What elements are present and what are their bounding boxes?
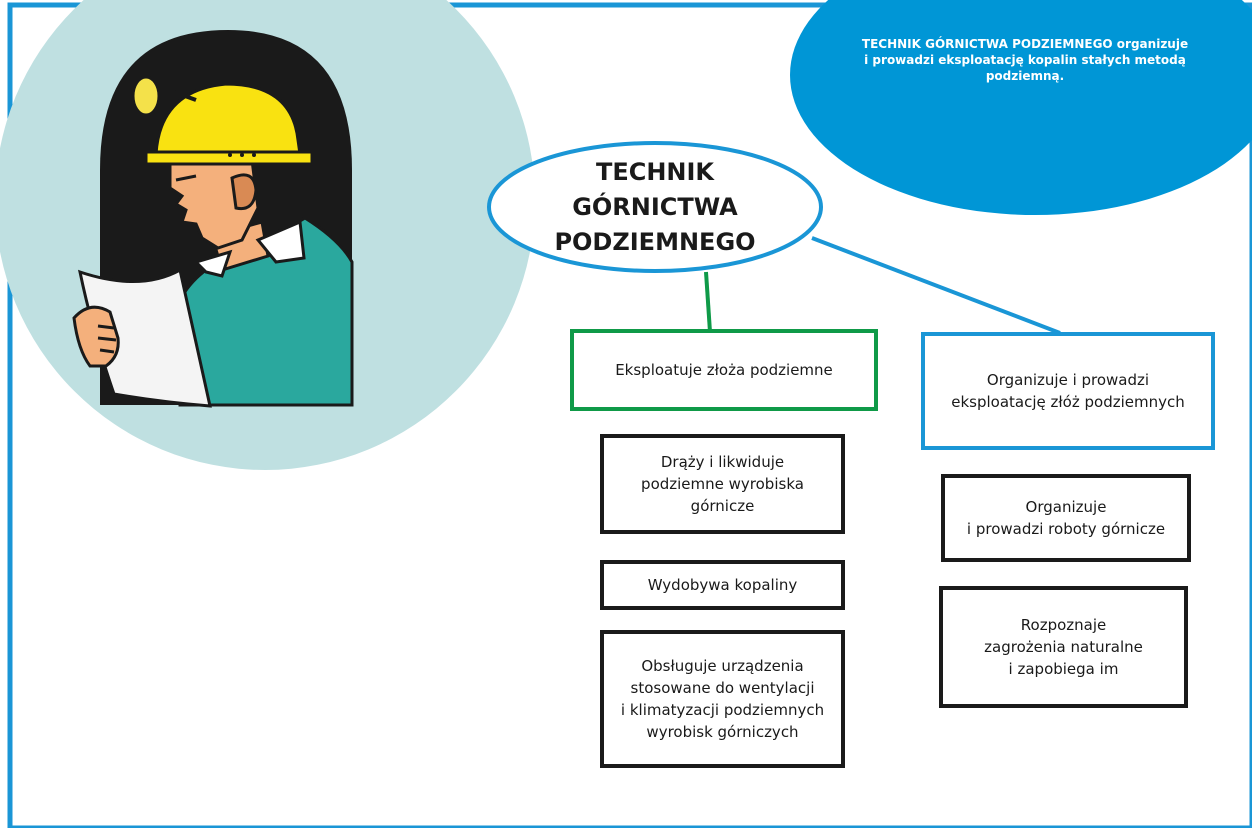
connector-green <box>704 271 712 333</box>
definition-text: TECHNIK GÓRNICTWA PODZIEMNEGO organizuje… <box>861 37 1189 83</box>
task-box: Obsługuje urządzenia stosowane do wentyl… <box>600 630 845 768</box>
main-title: TECHNIK GÓRNICTWA PODZIEMNEGO <box>554 157 756 256</box>
task-box: Organizuje i prowadzi roboty górnicze <box>941 474 1191 562</box>
task-box: Rozpoznaje zagrożenia naturalne i zapobi… <box>939 586 1188 708</box>
frame-border <box>7 2 1252 828</box>
main-ellipse <box>487 141 823 273</box>
branch-blue-box: Organizuje i prowadzi eksploatację złóż … <box>921 332 1215 450</box>
task-box: Drąży i likwiduje podziemne wyrobiska gó… <box>600 434 845 534</box>
connector-blue <box>811 236 1061 335</box>
task-box: Wydobywa kopaliny <box>600 560 845 610</box>
miner-reading-plan-icon <box>72 30 354 408</box>
branch-green-box: Eksploatuje złoża podziemne <box>570 329 878 411</box>
definition-blob <box>790 0 1252 215</box>
